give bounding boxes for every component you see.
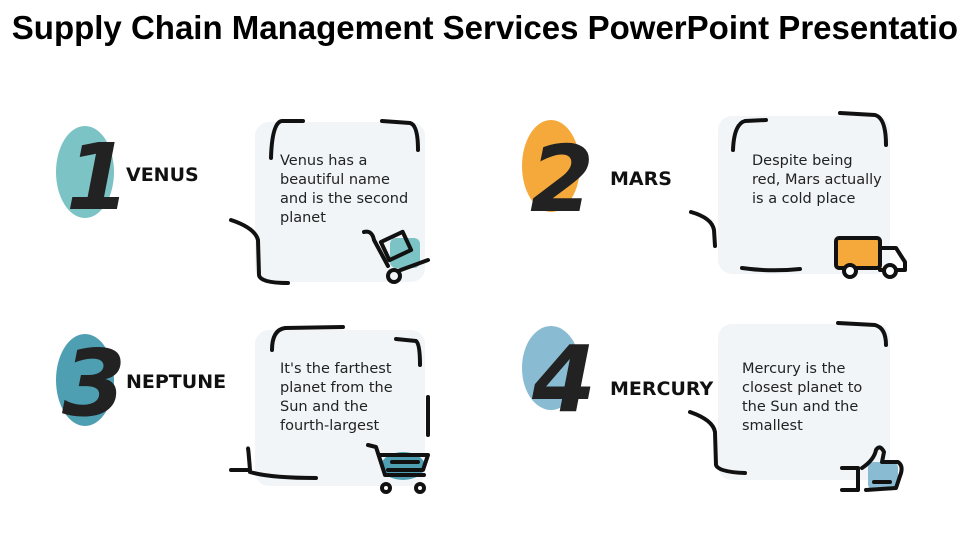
item-description: Mercury is the closest planet to the Sun…	[742, 361, 863, 434]
item-number: 4	[532, 326, 597, 433]
item-description: Despite being red, Mars actually is a co…	[752, 153, 882, 207]
delivery-truck-icon	[834, 236, 907, 279]
item-label: NEPTUNE	[126, 371, 227, 393]
item-neptune: 3 NEPTUNE It's the farthest planet from …	[0, 320, 480, 535]
number-blob	[522, 326, 580, 410]
slide-title: Supply Chain Management Services PowerPo…	[11, 9, 960, 46]
thumbs-up-icon	[840, 445, 904, 492]
hand-truck-icon	[362, 229, 430, 284]
shopping-cart-icon	[366, 443, 430, 494]
item-label: MARS	[610, 168, 672, 190]
number-blob	[56, 334, 114, 426]
item-label: VENUS	[126, 164, 199, 186]
item-description: Venus has a beautiful name and is the se…	[280, 153, 409, 226]
item-number: 3	[62, 330, 127, 437]
speech-bubble	[718, 324, 890, 480]
item-number: 1	[66, 124, 131, 231]
item-number: 2	[530, 126, 595, 233]
item-mercury: 4 MERCURY Mercury is the closest planet …	[0, 320, 890, 535]
number-blob	[522, 120, 580, 212]
bubble-brackets	[229, 111, 888, 480]
item-description: It's the farthest planet from the Sun an…	[280, 361, 393, 434]
item-mars: 2 MARS Despite being red, Mars actually …	[0, 110, 890, 325]
number-blob	[56, 126, 114, 218]
item-label: MERCURY	[610, 378, 714, 400]
